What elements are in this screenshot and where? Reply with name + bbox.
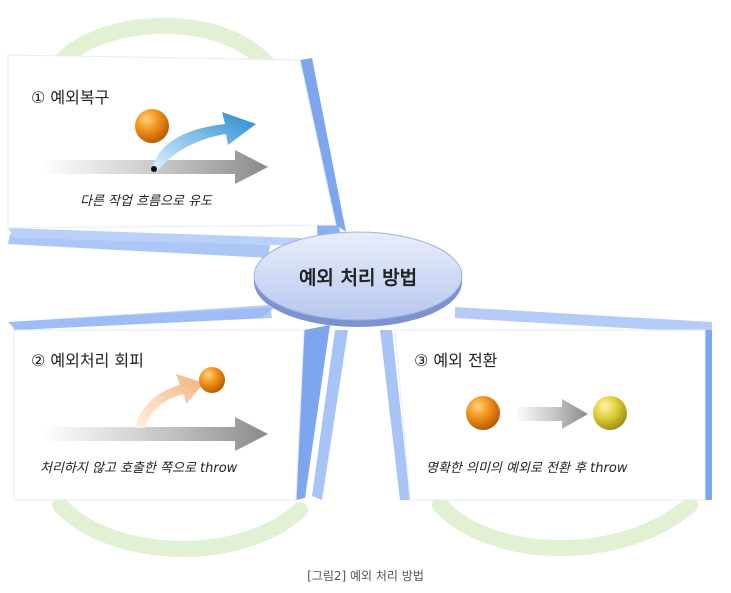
panel-3-description: 명확한 의미의 예외로 전환 후 throw (426, 461, 628, 476)
panel-exception-avoidance: ② 예외처리 회피 처리하지 않고 호출한 쪽으로 throw (8, 307, 330, 500)
exception-ball-icon (199, 367, 225, 393)
panel-3-title: ③ 예외 전환 (414, 351, 498, 370)
panel-exception-translation: ③ 예외 전환 명확한 의미의 예외로 전환 후 throw (395, 330, 712, 500)
panel-1-description: 다른 작업 흐름으로 유도 (80, 194, 213, 209)
panel-exception-recovery: ① 예외복구 다른 작업 흐름으로 유도 (8, 55, 346, 246)
translated-exception-ball-icon (593, 396, 627, 430)
panel-1-title: ① 예외복구 (31, 88, 109, 107)
exception-ball-icon (466, 396, 500, 430)
panel-2-description: 처리하지 않고 호출한 쪽으로 throw (40, 461, 238, 476)
exception-ball-icon (135, 109, 169, 143)
center-node: 예외 처리 방법 (254, 232, 462, 327)
center-title: 예외 처리 방법 (299, 267, 417, 289)
figure-caption: [그림2] 예외 처리 방법 (0, 567, 731, 584)
panel-2-title: ② 예외처리 회피 (31, 351, 144, 370)
origin-dot-icon (151, 166, 157, 172)
